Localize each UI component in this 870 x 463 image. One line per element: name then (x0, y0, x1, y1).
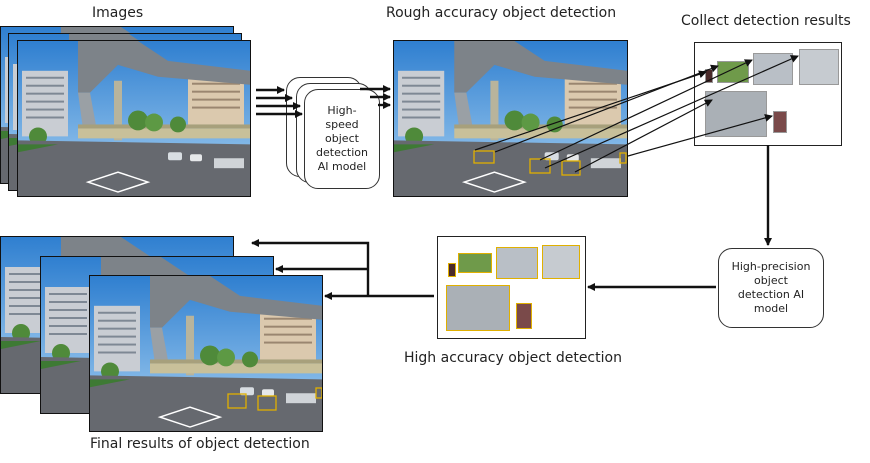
refined-sign (448, 263, 456, 277)
collected-results-box (694, 42, 842, 146)
refined-car-2 (542, 245, 580, 279)
refined-person (516, 303, 532, 329)
crop-sign (705, 69, 713, 83)
final-detection-box (227, 393, 247, 409)
final-image-front (89, 275, 323, 432)
rough-detection-box (473, 150, 495, 164)
crop-hedge (717, 61, 749, 83)
high-accuracy-label: High accuracy object detection (404, 350, 622, 366)
crop-car-2 (799, 49, 839, 85)
final-results-label: Final results of object detection (90, 436, 310, 452)
refined-car-3 (446, 285, 510, 331)
rough-detection-image (393, 40, 628, 197)
high-accuracy-results-box (437, 236, 586, 339)
rough-detection-label: Rough accuracy object detection (386, 5, 617, 21)
final-detection-box (257, 395, 277, 411)
images-label: Images (92, 5, 144, 21)
input-image-front (17, 40, 251, 197)
final-detection-box (315, 387, 322, 399)
crop-person (773, 111, 787, 133)
refined-hedge (458, 253, 492, 273)
high-speed-ai-model: High- speed object detection AI model (304, 89, 380, 189)
crop-car-1 (753, 53, 793, 85)
refined-car-1 (496, 247, 538, 279)
crop-car-3 (705, 91, 767, 137)
high-precision-ai-model: High-precision object detection AI model (718, 248, 824, 328)
collect-results-label: Collect detection results (681, 13, 851, 29)
